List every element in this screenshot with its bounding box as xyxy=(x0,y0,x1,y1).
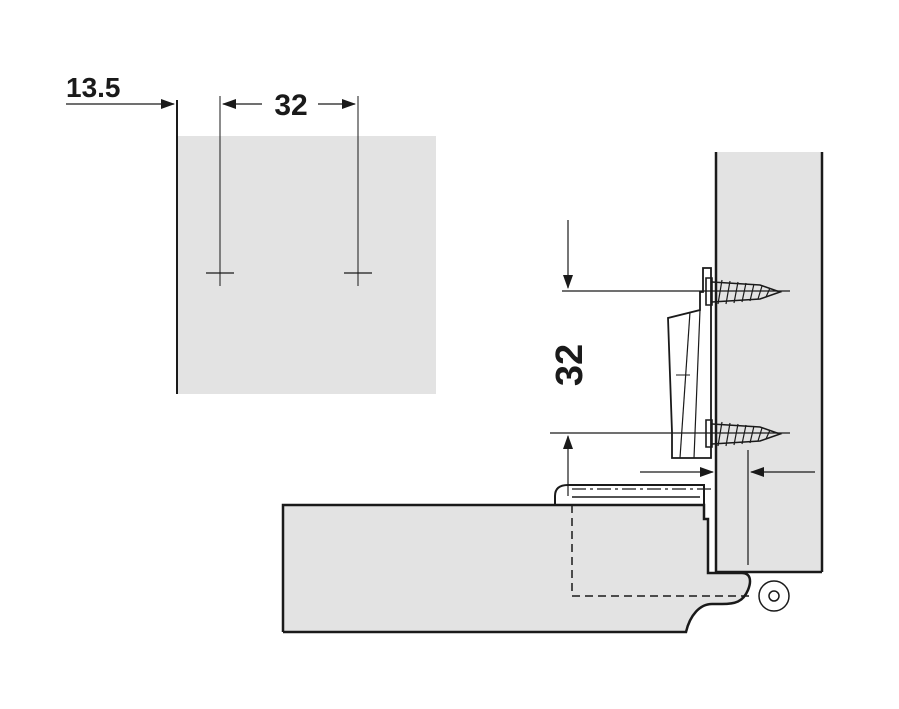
screw-2 xyxy=(705,419,783,448)
section-view: 32 xyxy=(281,152,824,634)
screw-1 xyxy=(705,277,783,306)
edge-distance-label: 13.5 xyxy=(66,72,121,103)
hinge-pivot xyxy=(758,580,790,612)
side-panel-front xyxy=(177,136,436,394)
hinge-cup-hidden xyxy=(571,505,750,597)
hole-spacing-vertical-label: 32 xyxy=(549,344,591,386)
cabinet-side-panel xyxy=(716,152,822,572)
hinge-pivot-pin xyxy=(768,590,780,602)
hole-spacing-horizontal-label: 32 xyxy=(274,89,307,122)
mounting-plate-detail-2 xyxy=(693,309,701,459)
mounting-plate xyxy=(667,267,712,459)
door-panel-outline xyxy=(281,503,752,634)
front-view: 13.5 32 xyxy=(66,72,436,394)
mounting-plate-detail-1 xyxy=(679,311,691,459)
hinge-arm xyxy=(554,484,705,505)
door-panel xyxy=(283,505,750,632)
